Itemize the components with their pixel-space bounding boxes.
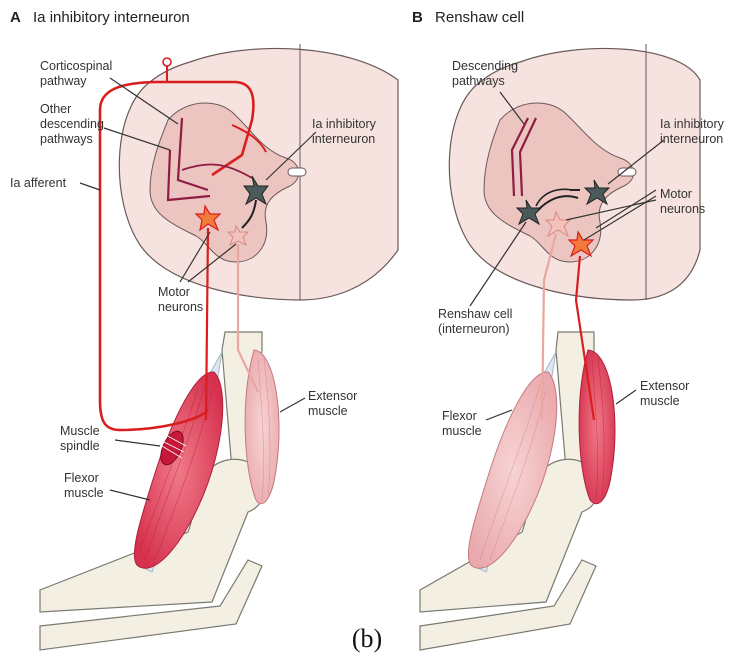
extensor-muscle-a	[245, 350, 279, 504]
label-extensor-b: Extensor muscle	[640, 379, 693, 408]
panel-a-title: A Ia inhibitory interneuron	[10, 9, 190, 26]
panel-a: A Ia inhibitory interneuron	[10, 9, 398, 650]
panel-b-letter: B	[412, 9, 423, 26]
label-ia-interneuron-a: Ia inhibitory interneuron	[312, 117, 379, 146]
label-muscle-spindle: Muscle spindle	[60, 424, 103, 453]
dorsal-root-ganglion-icon	[163, 58, 171, 66]
panel-a-title-text: Ia inhibitory interneuron	[33, 9, 190, 26]
panel-a-letter: A	[10, 9, 21, 26]
label-corticospinal: Corticospinal pathway	[40, 59, 116, 88]
label-renshaw-cell: Renshaw cell (interneuron)	[438, 307, 516, 336]
label-flexor-b: Flexor muscle	[442, 409, 482, 438]
figure-caption: (b)	[352, 624, 382, 653]
label-extensor-a: Extensor muscle	[308, 389, 361, 418]
label-motor-neurons-a: Motor neurons	[158, 285, 203, 314]
panel-b-title-text: Renshaw cell	[435, 9, 524, 26]
panel-b: B Renshaw cell	[412, 9, 727, 650]
panel-b-title: B Renshaw cell	[412, 9, 524, 26]
label-flexor-a: Flexor muscle	[64, 471, 104, 500]
label-ia-afferent: Ia afferent	[10, 176, 67, 190]
label-ia-interneuron-b: Ia inhibitory interneuron	[660, 117, 727, 146]
label-other-descending: Other descending pathways	[40, 102, 107, 146]
